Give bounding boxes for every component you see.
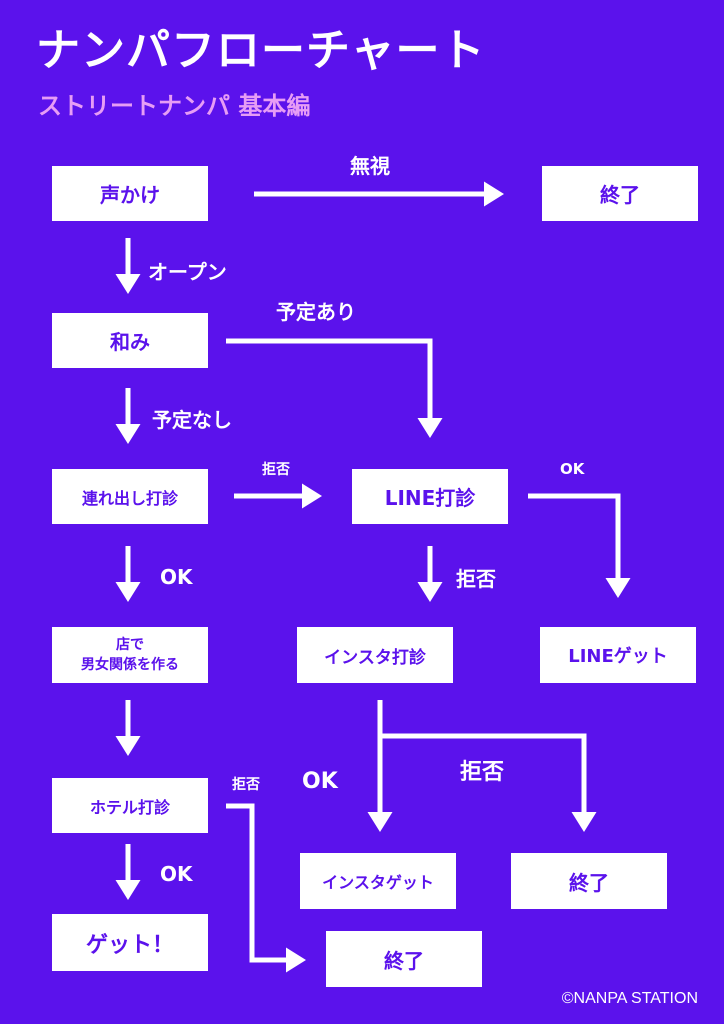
node-tsuredashi: 連れ出し打診 [52,469,208,524]
edge-label-kyohi-hotel: 拒否 [232,777,260,793]
edge-label-kyohi-line: 拒否 [456,567,496,591]
node-line-get-label: LINEゲット [568,646,668,667]
node-hotel-dashin-label: ホテル打診 [89,797,170,817]
edge-label-ok-hotel: OK [160,862,193,886]
node-line-get: LINEゲット [540,627,696,683]
node-tsuredashi-label: 連れ出し打診 [81,488,178,508]
edge-label-yotei-nashi: 予定なし [152,408,232,432]
node-mise-label-2: 男女関係を作る [81,657,179,673]
edge-label-open: オープン [148,260,227,284]
edge-label-ok-line: OK [560,460,585,478]
page-title: ナンパフローチャート [36,25,486,76]
node-mise-label-1: 店で [116,637,144,653]
node-insta-get-label: インスタゲット [322,873,434,892]
page-subtitle: ストリートナンパ 基本編 [38,92,311,120]
node-line-dashin: LINE打診 [352,469,508,524]
edge-label-mushi: 無視 [350,154,390,178]
node-insta-dashin: インスタ打診 [297,627,453,683]
copyright-text: ©NANPA STATION [561,990,698,1007]
arrow-kyohi-hotel [226,803,306,973]
node-end-bottom: 終了 [326,931,482,987]
arrow-ok-line [528,493,631,598]
node-end-mid-label: 終了 [569,870,609,895]
node-nagomi-label: 和み [110,330,150,354]
edge-label-kyohi-insta: 拒否 [460,760,505,785]
edge-label-yotei-ari: 予定あり [276,300,356,324]
node-hotel-dashin: ホテル打診 [52,778,208,833]
edge-label-ok-tsure: OK [160,565,193,589]
arrow-kyohi-insta [380,733,597,832]
node-end-top-label: 終了 [600,183,640,207]
node-line-dashin-label: LINE打診 [384,486,476,510]
node-end-bottom-label: 終了 [384,948,424,973]
node-end-mid: 終了 [511,853,667,909]
arrow-yotei-ari [226,338,443,438]
node-end-top: 終了 [542,166,698,221]
node-mise: 店で 男女関係を作る [52,627,208,683]
node-insta-dashin-label: インスタ打診 [324,647,426,668]
edge-label-kyohi-1: 拒否 [262,462,290,478]
node-insta-get: インスタゲット [300,853,456,909]
node-nagomi: 和み [52,313,208,368]
node-koekake-label: 声かけ [100,183,160,207]
edge-label-ok-insta: OK [302,769,338,794]
node-get-label: ゲット！ [85,932,174,958]
node-get: ゲット！ [52,914,208,971]
node-koekake: 声かけ [52,166,208,221]
